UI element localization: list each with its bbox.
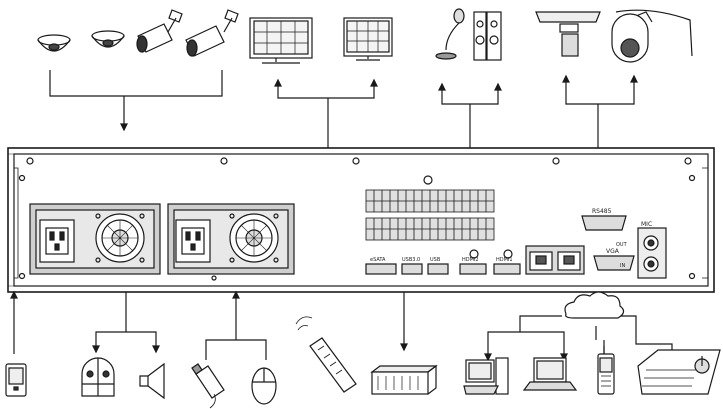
ptz-keyboard-icon xyxy=(637,349,721,395)
alarm-siren-icon xyxy=(81,357,115,397)
speed-dome-icon xyxy=(611,9,693,63)
usb-port: USB xyxy=(427,257,449,275)
mic-out-label: OUT xyxy=(616,242,628,248)
network-ports xyxy=(525,245,585,275)
network-cloud-icon xyxy=(564,291,625,319)
mic-label: MIC xyxy=(641,221,652,228)
power-supply-1 xyxy=(29,203,161,275)
mic-ports: MIC OUT IN xyxy=(616,221,667,279)
desktop-pc-icon xyxy=(463,357,509,395)
laptop-icon xyxy=(522,357,578,391)
alarm-terminal-block xyxy=(365,189,495,241)
speaker-icon xyxy=(473,11,502,61)
top-connector-lines xyxy=(49,70,638,148)
remote-control-icon xyxy=(295,316,357,393)
ptz-camera-icon xyxy=(535,11,601,57)
hdmi1-label: HDMI1 xyxy=(496,257,513,263)
rs485-port: RS485 xyxy=(581,208,627,231)
bullet-camera-1-icon xyxy=(136,9,183,53)
dome-camera-2-icon xyxy=(91,30,125,48)
mouse-icon xyxy=(251,367,277,405)
alarm-horn-icon xyxy=(139,362,165,400)
esata-port: eSATA xyxy=(365,257,397,275)
usb3-port: USB3.0 xyxy=(401,257,423,275)
vga-port: VGA xyxy=(593,248,635,271)
monitor-2-icon xyxy=(343,17,393,61)
hdmi2-port: HDMI2 xyxy=(459,249,487,275)
mic-in-label: IN xyxy=(620,263,625,269)
usb-flash-icon xyxy=(191,363,225,409)
vga-label: VGA xyxy=(606,248,620,255)
pda-icon xyxy=(5,363,27,397)
power-supply-2 xyxy=(167,203,295,275)
microphone-icon xyxy=(435,8,465,60)
esata-label: eSATA xyxy=(370,257,386,263)
bullet-camera-2-icon xyxy=(185,9,239,57)
hdmi2-label: HDMI2 xyxy=(462,257,479,263)
storage-array-icon xyxy=(370,364,438,395)
mobile-phone-icon xyxy=(597,346,615,395)
usb3-label: USB3.0 xyxy=(402,257,420,263)
rs485-label: RS485 xyxy=(592,208,612,215)
monitor-1-icon xyxy=(249,17,313,64)
usb-label: USB xyxy=(430,257,441,263)
hdmi1-port: HDMI1 xyxy=(493,249,521,275)
dome-camera-1-icon xyxy=(37,34,71,52)
